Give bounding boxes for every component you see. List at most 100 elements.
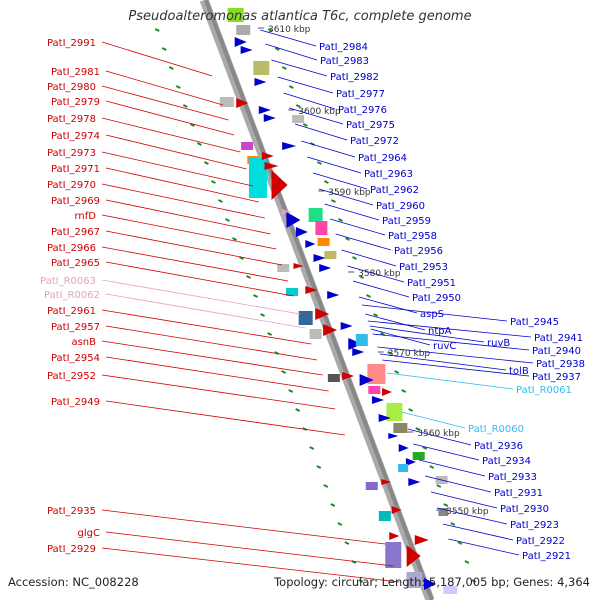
gene-feature <box>264 162 279 170</box>
gene-feature <box>295 227 308 237</box>
left-tick-mark <box>175 85 181 89</box>
right-gene-label: PatI_2958 <box>388 231 437 242</box>
right-leader-line <box>367 320 532 338</box>
right-tick-mark <box>345 237 350 241</box>
gene-feature <box>313 254 326 262</box>
right-leader-line <box>283 92 336 110</box>
gene-feature <box>241 142 254 150</box>
gene-feature <box>391 506 402 514</box>
right-tick-mark <box>352 256 357 260</box>
right-gene-label: PatI_2923 <box>510 520 559 531</box>
scale-tick-label: 3570 kbp <box>388 349 431 359</box>
right-gene-label: aspS <box>420 309 444 320</box>
left-tick-mark <box>323 484 329 488</box>
right-leader-line <box>372 333 530 351</box>
gene-feature <box>381 479 392 485</box>
right-tick-mark <box>436 484 442 488</box>
gene-feature <box>382 388 393 396</box>
left-tick-mark <box>182 104 188 108</box>
right-leader-line <box>271 59 328 77</box>
gene-feature <box>282 142 297 150</box>
map-title: Pseudoalteromonas atlantica T6c, complet… <box>128 9 472 24</box>
right-gene-label: PatI_2975 <box>346 120 395 131</box>
left-tick-mark <box>260 313 266 317</box>
right-tick-mark <box>450 522 456 526</box>
gene-feature <box>234 37 247 47</box>
left-tick-mark <box>309 446 315 450</box>
left-tick-mark <box>246 275 251 279</box>
gene-feature <box>406 572 423 588</box>
right-gene-label: PatI_2950 <box>412 293 461 304</box>
left-leader-line <box>101 509 386 545</box>
gene-feature <box>319 264 332 272</box>
left-leader-line <box>101 41 213 77</box>
gene-feature <box>315 221 328 235</box>
right-tick-mark <box>316 161 322 165</box>
gene-feature <box>281 209 292 215</box>
scale-tick-label: 3560 kbp <box>417 429 460 439</box>
gene-feature <box>414 535 429 545</box>
left-tick-mark <box>253 294 259 298</box>
left-tick-mark <box>210 180 216 184</box>
right-tick-mark <box>387 351 393 355</box>
right-tick-mark <box>288 85 294 89</box>
backbone-line <box>204 0 434 600</box>
gene-feature <box>406 545 421 567</box>
gene-feature <box>248 158 267 198</box>
left-tick-mark <box>217 199 223 203</box>
gene-feature <box>443 586 458 594</box>
gene-feature <box>286 212 301 228</box>
left-gene-label: PatI_2978 <box>47 114 96 125</box>
gene-feature <box>305 240 316 248</box>
left-leader-line <box>101 151 253 187</box>
right-gene-label: PatI_2951 <box>407 278 456 289</box>
gene-feature <box>365 482 378 490</box>
left-leader-line <box>101 309 312 345</box>
left-gene-label: PatI_R0063 <box>40 276 96 287</box>
right-tick-mark <box>464 560 470 564</box>
left-gene-label: PatI_2970 <box>47 180 96 191</box>
right-gene-label: PatI_2977 <box>336 89 385 100</box>
left-tick-mark <box>196 142 202 146</box>
gene-feature <box>423 578 436 590</box>
right-leader-line <box>347 265 405 283</box>
left-leader-line <box>101 85 229 121</box>
left-gene-label: glgC <box>78 528 100 539</box>
right-leader-line <box>324 203 380 221</box>
right-leader-line <box>419 459 486 477</box>
left-leader-line <box>105 261 294 297</box>
gene-feature <box>398 464 409 472</box>
right-tick-mark <box>366 294 372 298</box>
right-gene-label: PatI_2962 <box>370 185 419 196</box>
scale-tick-label: 3610 kbp <box>268 25 311 35</box>
gene-feature <box>405 458 416 466</box>
right-leader-line <box>352 280 410 298</box>
gene-feature <box>293 263 304 269</box>
right-leader-line <box>386 372 514 390</box>
right-gene-label: PatI_2937 <box>532 372 581 383</box>
right-gene-label: PatI_2959 <box>382 216 431 227</box>
right-leader-line <box>369 325 485 343</box>
right-gene-label: PatI_2933 <box>488 472 537 483</box>
gene-feature <box>309 329 322 339</box>
right-gene-label: PatI_2945 <box>510 317 559 328</box>
gene-feature <box>240 46 253 54</box>
right-leader-line <box>413 443 480 461</box>
right-tick-mark <box>359 275 364 279</box>
right-tick-mark <box>295 104 301 108</box>
right-gene-label: PatI_2963 <box>364 169 413 180</box>
right-leader-line <box>442 523 514 541</box>
left-leader-line <box>105 230 283 266</box>
right-gene-label: PatI_2930 <box>500 504 549 515</box>
gene-feature <box>438 508 449 516</box>
right-leader-line <box>318 188 374 206</box>
left-leader-line <box>101 279 301 315</box>
left-tick-mark <box>281 370 287 374</box>
gene-feature <box>378 511 391 521</box>
gene-feature <box>368 386 381 394</box>
gene-feature <box>253 61 270 75</box>
right-gene-label: PatI_2956 <box>394 246 443 257</box>
right-leader-line <box>358 296 418 314</box>
gene-feature <box>315 308 330 320</box>
left-leader-line <box>105 70 224 106</box>
